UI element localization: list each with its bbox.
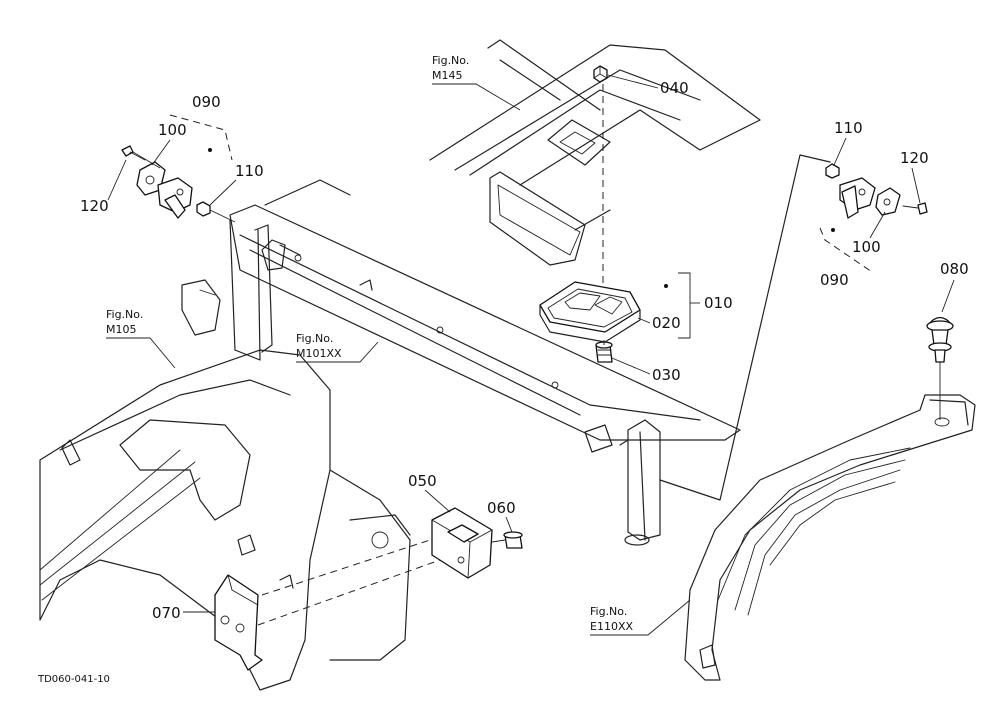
svg-text:070: 070 <box>152 604 181 622</box>
callout-right-120: 120 <box>900 149 929 204</box>
upper-cover <box>429 39 761 266</box>
frame-outline <box>659 154 831 501</box>
callout-050: 050 <box>408 472 451 513</box>
svg-text:020: 020 <box>652 314 681 332</box>
rubber-mount-050 <box>431 507 493 579</box>
svg-text:120: 120 <box>80 197 109 215</box>
svg-text:090: 090 <box>820 271 849 289</box>
right-hinge-090 <box>839 177 876 219</box>
callout-020: 020 <box>637 314 681 332</box>
callout-040: 040 <box>607 74 689 97</box>
svg-text:120: 120 <box>900 149 929 167</box>
callout-030: 030 <box>611 357 681 384</box>
bracket-070-assembly-line-2 <box>261 539 431 596</box>
left-bolt-120 <box>121 145 146 161</box>
callout-left-100: 100 <box>151 121 187 166</box>
right-bolt-120 <box>902 202 928 215</box>
left-hardware-axis <box>132 151 236 223</box>
svg-text:100: 100 <box>158 121 187 139</box>
left-nut-110 <box>196 201 211 217</box>
figref-e110xx: Fig.No. E110XX <box>590 599 691 636</box>
svg-text:010: 010 <box>704 294 733 312</box>
bracket-070-assembly-line <box>257 559 441 626</box>
figref-m145: Fig.No. M145 <box>432 54 521 111</box>
callout-left-120: 120 <box>80 159 127 215</box>
right-090-dot <box>831 228 835 232</box>
svg-text:080: 080 <box>940 260 969 278</box>
svg-text:050: 050 <box>408 472 437 490</box>
left-hinge-090 <box>157 177 193 219</box>
svg-text:110: 110 <box>834 119 863 137</box>
bracket-070 <box>214 574 263 671</box>
callout-right-110: 110 <box>833 119 863 166</box>
left-fender <box>39 349 411 691</box>
light-assembly-020 <box>539 281 641 343</box>
drawing-code: TD060-041-10 <box>37 674 110 685</box>
svg-text:060: 060 <box>487 499 516 517</box>
callout-left-090: 090 <box>192 93 221 111</box>
figref-m145-line1: Fig.No. <box>432 54 469 67</box>
callout-right-100: 100 <box>852 211 886 256</box>
figref-m105-line1: Fig.No. <box>106 308 143 321</box>
callout-010: 010 <box>664 272 733 339</box>
callout-070: 070 <box>152 604 215 622</box>
right-upright <box>619 419 661 546</box>
svg-text:110: 110 <box>235 162 264 180</box>
svg-text:090: 090 <box>192 93 221 111</box>
right-nut-110 <box>825 163 840 179</box>
left-upright <box>181 219 286 361</box>
right-bracket-100 <box>875 187 901 216</box>
svg-text:040: 040 <box>660 79 689 97</box>
figref-e110xx-line1: Fig.No. <box>590 605 627 618</box>
callout-080: 080 <box>940 260 969 313</box>
bolt-060-axis <box>491 539 506 543</box>
svg-text:100: 100 <box>852 238 881 256</box>
bolt-060 <box>503 531 523 549</box>
right-fender <box>684 394 976 681</box>
callout-right-090: 090 <box>820 271 849 289</box>
figref-m145-line2: M145 <box>432 69 463 82</box>
nut-040 <box>593 65 608 83</box>
figref-m101xx: Fig.No. M101XX <box>296 332 379 363</box>
svg-text:030: 030 <box>652 366 681 384</box>
figref-m105: Fig.No. M105 <box>106 308 176 369</box>
figref-m105-line2: M105 <box>106 323 137 336</box>
figref-e110xx-line2: E110XX <box>590 620 633 633</box>
left-090-dot <box>208 148 212 152</box>
callout-left-110: 110 <box>209 162 264 206</box>
figref-m101xx-line2: M101XX <box>296 347 342 360</box>
main-crossbar <box>229 179 741 453</box>
right-090-bracket <box>819 227 873 273</box>
figref-m101xx-line1: Fig.No. <box>296 332 333 345</box>
grommet-080 <box>926 316 954 363</box>
callout-060: 060 <box>487 499 516 533</box>
left-090-bracket <box>169 114 233 161</box>
